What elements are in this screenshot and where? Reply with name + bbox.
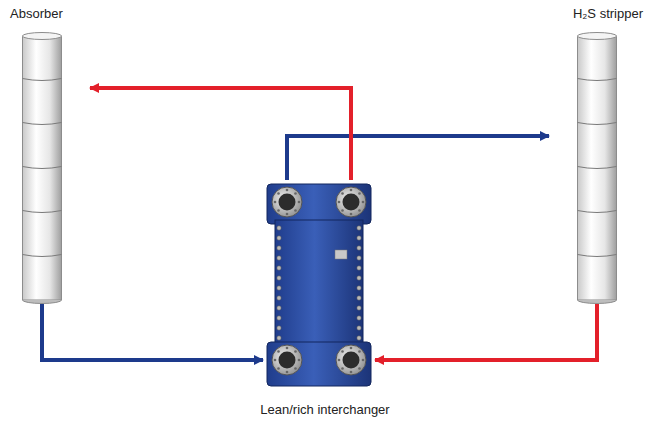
node-label: Absorber bbox=[10, 6, 63, 22]
column-drawing bbox=[577, 32, 617, 304]
plate-heat-exchanger bbox=[263, 180, 375, 392]
node-label: H₂S stripper bbox=[573, 6, 643, 22]
flow-pipe bbox=[375, 304, 597, 360]
exchanger-figure bbox=[263, 180, 375, 392]
node-label: Lean/rich interchanger bbox=[205, 402, 445, 418]
column-node: H₂S stripper bbox=[520, 6, 645, 306]
flow-pipe bbox=[90, 88, 351, 180]
column-node: Absorber bbox=[8, 6, 98, 306]
flow-pipe bbox=[42, 304, 263, 360]
flow-pipe bbox=[287, 136, 549, 180]
column-figure bbox=[577, 32, 617, 304]
column-drawing bbox=[22, 32, 62, 304]
column-figure bbox=[22, 32, 62, 304]
exchanger-node: Lean/rich interchanger bbox=[205, 178, 451, 420]
